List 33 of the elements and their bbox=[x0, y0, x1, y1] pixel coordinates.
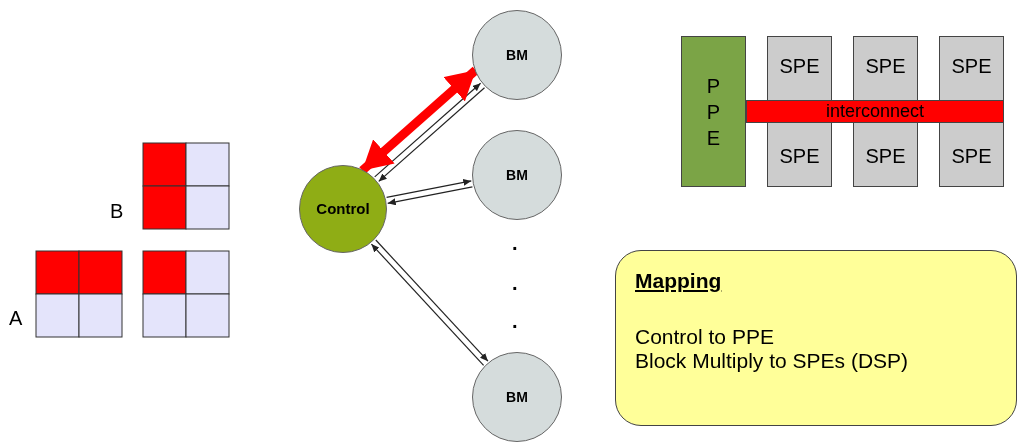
node-label: SPE bbox=[951, 145, 992, 168]
arrow bbox=[386, 179, 472, 198]
node-label: SPE bbox=[865, 145, 906, 168]
processor-block bbox=[767, 36, 832, 102]
ellipsis-dot: . bbox=[512, 232, 518, 255]
processor-block bbox=[853, 36, 918, 102]
note-text: Block Multiply to SPEs (DSP) bbox=[635, 349, 909, 374]
node-label: Control bbox=[316, 200, 370, 218]
node-label: SPE bbox=[951, 55, 992, 78]
processor-block bbox=[939, 121, 1004, 187]
ellipsis-dot: . bbox=[512, 272, 518, 295]
interconnect-bar bbox=[746, 100, 1004, 123]
note-text: Control to PPE bbox=[635, 325, 774, 350]
matrix-label: B bbox=[110, 200, 124, 223]
node-label: interconnect bbox=[825, 101, 925, 122]
ellipsis-dot: . bbox=[512, 310, 518, 333]
processor-block bbox=[767, 121, 832, 187]
node-label: PPE bbox=[705, 73, 722, 151]
control-circle bbox=[299, 165, 387, 253]
node-label: SPE bbox=[779, 55, 820, 78]
node-label: BM bbox=[506, 46, 528, 64]
node-label: BM bbox=[506, 388, 528, 406]
processor-block bbox=[853, 121, 918, 187]
node-label: SPE bbox=[779, 145, 820, 168]
arrow bbox=[387, 186, 473, 206]
double-arrow bbox=[359, 66, 479, 174]
note-box bbox=[615, 250, 1017, 426]
note-heading: Mapping bbox=[635, 269, 722, 294]
node-label: BM bbox=[506, 166, 528, 184]
node-label: SPE bbox=[865, 55, 906, 78]
processor-block bbox=[939, 36, 1004, 102]
processor-block bbox=[681, 36, 746, 187]
matrix-label: A bbox=[9, 307, 23, 330]
